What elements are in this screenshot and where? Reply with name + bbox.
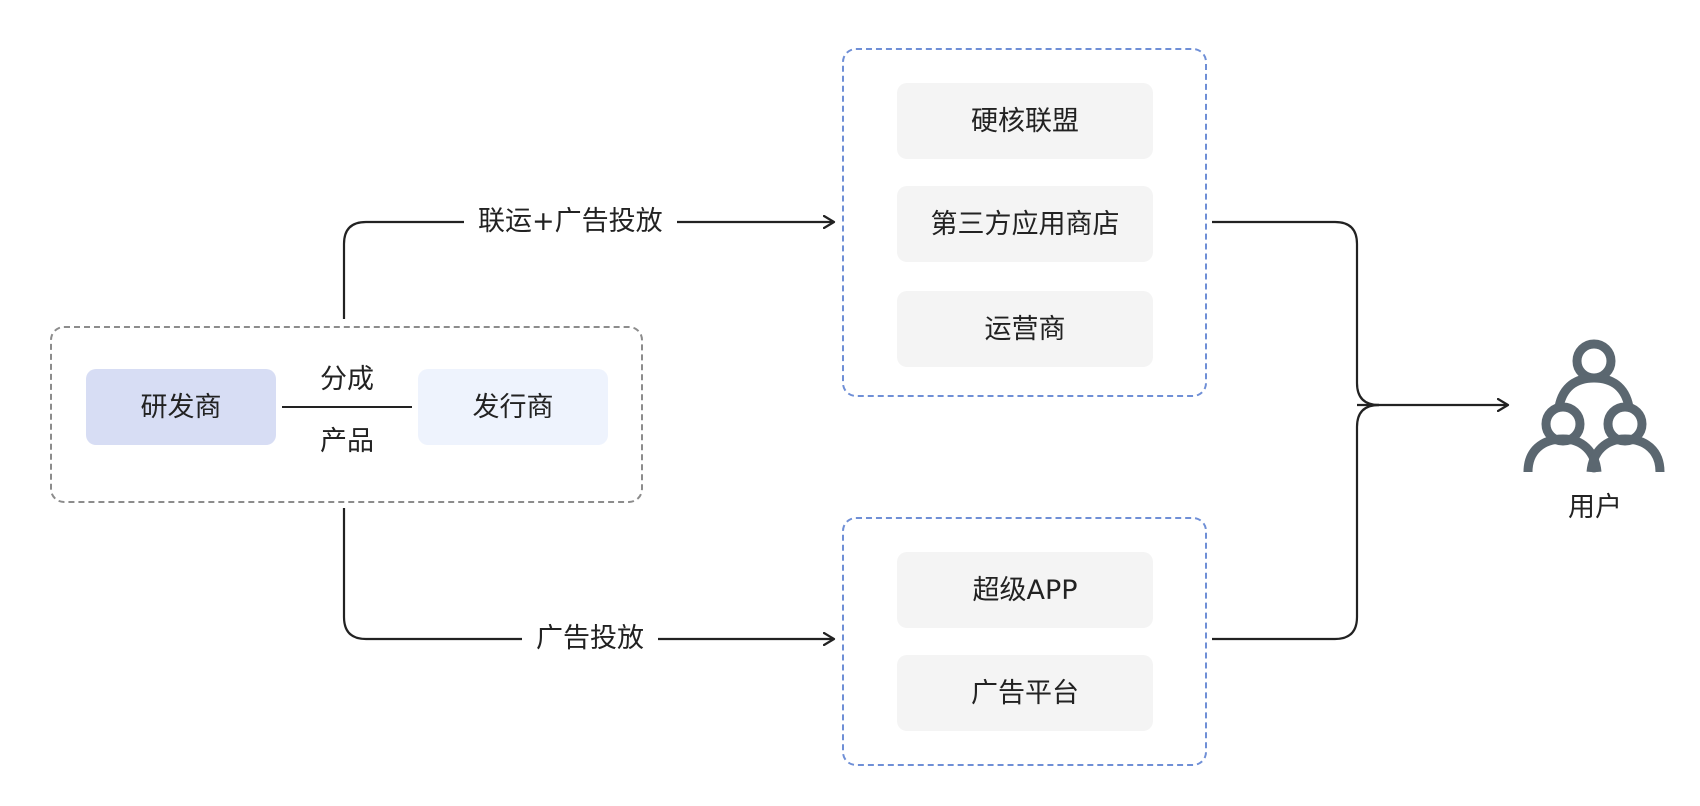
bottom-path-label: 广告投放 [522,625,658,652]
top-channel-item[interactable]: 第三方应用商店 [897,186,1153,262]
bottom-channel-item[interactable]: 超级APP [897,552,1153,628]
left-group [50,326,643,503]
relation-top-label: 分成 [320,364,374,395]
bottom-channel-group [842,517,1207,766]
top-path-label: 联运+广告投放 [464,208,677,235]
top-connector [342,222,834,319]
relation-bottom-label: 产品 [320,426,374,457]
top-channel-item[interactable]: 运营商 [897,291,1153,367]
bottom-connector [342,508,834,639]
top-to-user-connector [1212,220,1380,407]
bottom-channel-item[interactable]: 广告平台 [897,655,1153,731]
bottom-to-user-connector [1212,403,1380,641]
top-channel-item[interactable]: 硬核联盟 [897,83,1153,159]
users-icon [1523,339,1665,473]
publisher-node[interactable]: 发行商 [418,369,608,445]
user-label: 用户 [1568,492,1622,523]
developer-node[interactable]: 研发商 [86,369,276,445]
top-channel-group [842,48,1207,397]
